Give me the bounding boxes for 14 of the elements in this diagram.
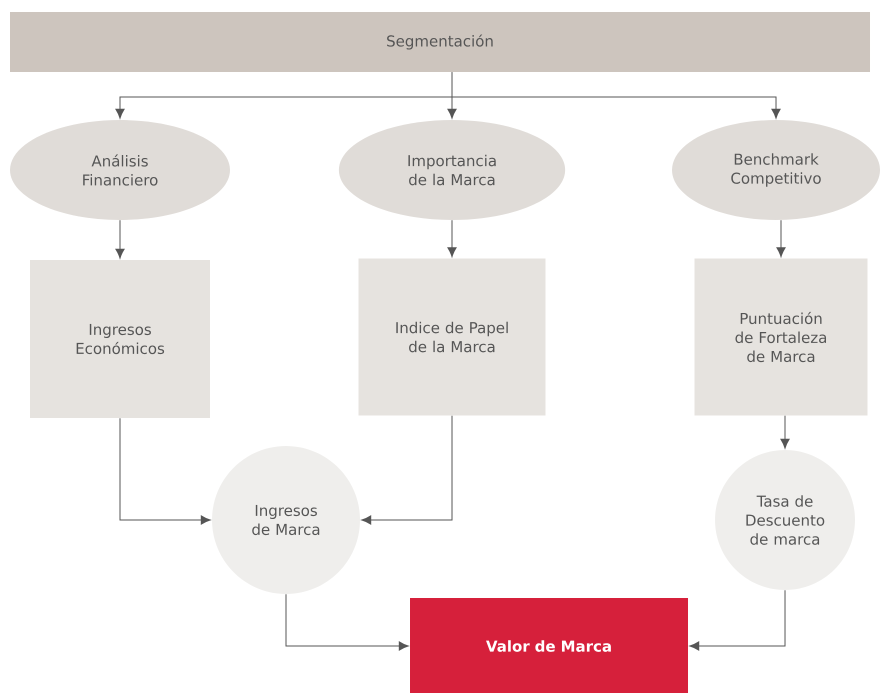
result-box: Valor de Marca — [410, 598, 688, 693]
header-band: Segmentación — [10, 12, 870, 72]
arrow — [776, 220, 786, 258]
arrow — [689, 590, 786, 651]
process-box: Ingresos Económicos — [30, 260, 210, 418]
arrow — [286, 594, 409, 651]
arrow — [447, 220, 457, 258]
arrow — [452, 72, 781, 119]
arrow — [780, 415, 790, 449]
process-box: Puntuación de Fortaleza de Marca — [694, 258, 868, 416]
arrow — [361, 415, 452, 525]
process-box: Indice de Papel de la Marca — [358, 258, 546, 416]
arrow — [115, 220, 125, 259]
arrow — [120, 418, 211, 525]
